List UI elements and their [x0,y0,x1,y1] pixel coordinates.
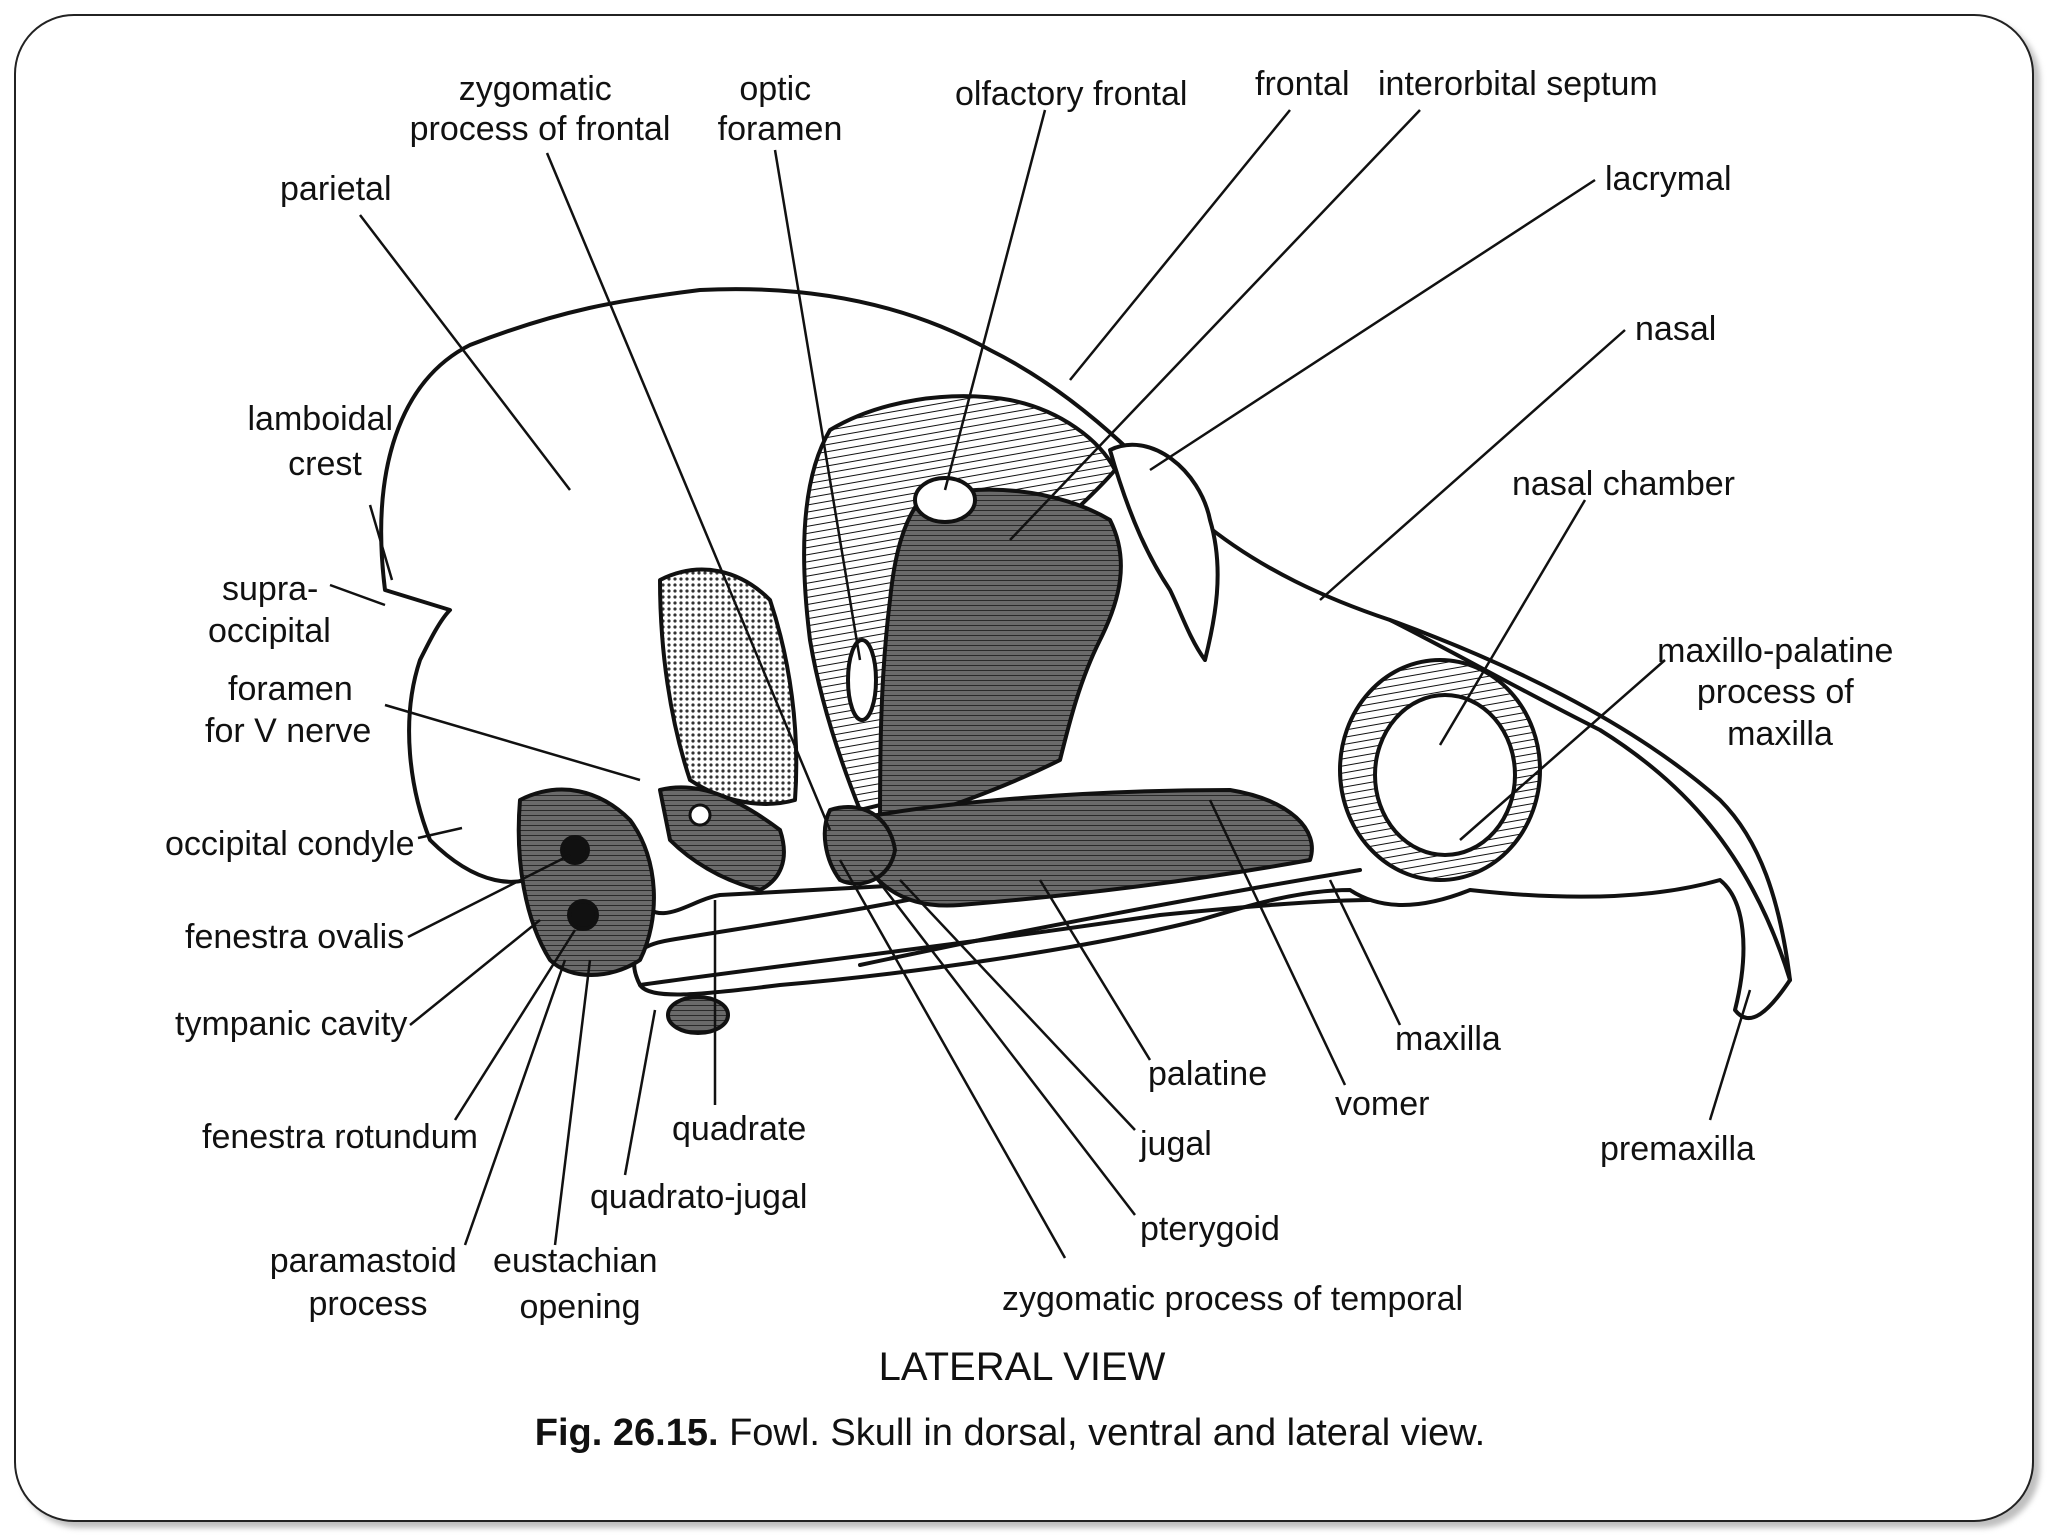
leader-lamboidal-crest [368,504,394,581]
label-zygomatic-temporal: zygomatic process of temporal [1002,1280,1463,1318]
leader-fenestra-rotundum [453,929,577,1121]
ear-region-shape [516,787,656,977]
leader-paramastoid [463,959,567,1246]
leader-maxillo-palatine [1459,659,1666,841]
label-nasal: nasal [1635,310,1716,348]
leader-tympanic-cavity [409,919,541,1026]
caption-figure-number: Fig. 26.15. [535,1412,719,1454]
leader-vomer [1208,799,1347,1086]
skull-drawing [379,287,1792,1035]
view-title: LATERAL VIEW [879,1345,1166,1389]
leader-frontal [1069,109,1291,381]
leader-nasal [1319,329,1626,601]
leader-nasal-chamber [1438,499,1587,746]
label-lacrymal: lacrymal [1605,160,1732,198]
leader-maxilla [1328,879,1402,1026]
quadrate-dot [688,803,712,827]
quadratojugal-knob [666,995,730,1035]
leader-premaxilla [1708,989,1752,1121]
fenestra-rotundum-dot [567,899,599,931]
label-zygomatic-frontal: zygomatic process of frontal [410,70,671,148]
label-supra-occipital: supra- occipital [208,570,331,650]
label-fenestra-rotundum: fenestra rotundum [202,1118,478,1156]
olfactory-opening-shape [913,476,977,524]
label-eustachian: eustachian opening [493,1242,667,1326]
label-lamboidal-crest: lamboidal crest [248,400,403,483]
leader-foramen-v [384,703,641,782]
caption-text: Fowl. Skull in dorsal, ventral and later… [719,1412,1486,1454]
leader-palatine [1038,879,1152,1061]
label-maxilla: maxilla [1395,1020,1501,1058]
leader-olfactory-frontal [943,109,1047,491]
jugal-bar [638,898,1372,987]
temporal-fossa-shape [658,567,799,806]
label-olfactory-frontal: olfactory frontal [955,75,1187,113]
label-parietal: parietal [280,170,392,208]
labels: zygomatic process of frontal optic foram… [165,65,1903,1454]
label-jugal: jugal [1139,1125,1212,1163]
label-quadrato-jugal: quadrato-jugal [590,1178,807,1216]
label-maxillo-palatine: maxillo-palatine process of maxilla [1657,632,1903,753]
figure-caption: Fig. 26.15. Fowl. Skull in dorsal, ventr… [535,1412,1485,1454]
cranium-outline [379,287,1792,1020]
leader-pterygoid [869,869,1136,1216]
leader-optic-foramen [773,149,862,661]
label-fenestra-ovalis: fenestra ovalis [185,918,404,956]
nasal-chamber-opening [1373,693,1517,857]
lacrymal-shape [1108,442,1220,662]
leader-supra-occipital [329,583,386,607]
optic-foramen-shape [846,638,878,722]
leader-zygomatic-temporal [838,859,1067,1259]
label-interorbital-septum: interorbital septum [1378,65,1658,103]
leader-quadrato-jugal [623,1009,657,1176]
label-optic-foramen: optic foramen [718,70,843,148]
leader-parietal [359,214,571,491]
label-tympanic-cavity: tympanic cavity [175,1005,407,1043]
fenestra-ovalis-dot [560,835,590,865]
leader-jugal [899,879,1136,1131]
palatine-shape [848,788,1314,908]
label-quadrate: quadrate [672,1110,806,1148]
interorbital-septum-shape [878,487,1123,832]
leader-lacrymal [1149,178,1596,472]
label-occipital-condyle: occipital condyle [165,825,414,863]
label-palatine: palatine [1148,1055,1267,1093]
leader-eustachian [553,959,592,1246]
leader-fenestra-ovalis [407,853,571,939]
label-foramen-v: foramen for V nerve [205,670,371,750]
beak-outline [1388,618,1792,982]
label-premaxilla: premaxilla [1600,1130,1755,1168]
label-frontal: frontal [1255,65,1350,103]
label-paramastoid: paramastoid process [270,1242,467,1323]
leader-lines [329,109,1752,1259]
leader-zygomatic-frontal [545,152,832,831]
label-vomer: vomer [1335,1085,1429,1123]
maxilla-bar [858,868,1362,967]
leader-interorbital-septum [1009,109,1421,541]
label-nasal-chamber: nasal chamber [1512,465,1735,503]
label-pterygoid: pterygoid [1140,1210,1280,1248]
leader-occipital-condyle [417,826,463,840]
